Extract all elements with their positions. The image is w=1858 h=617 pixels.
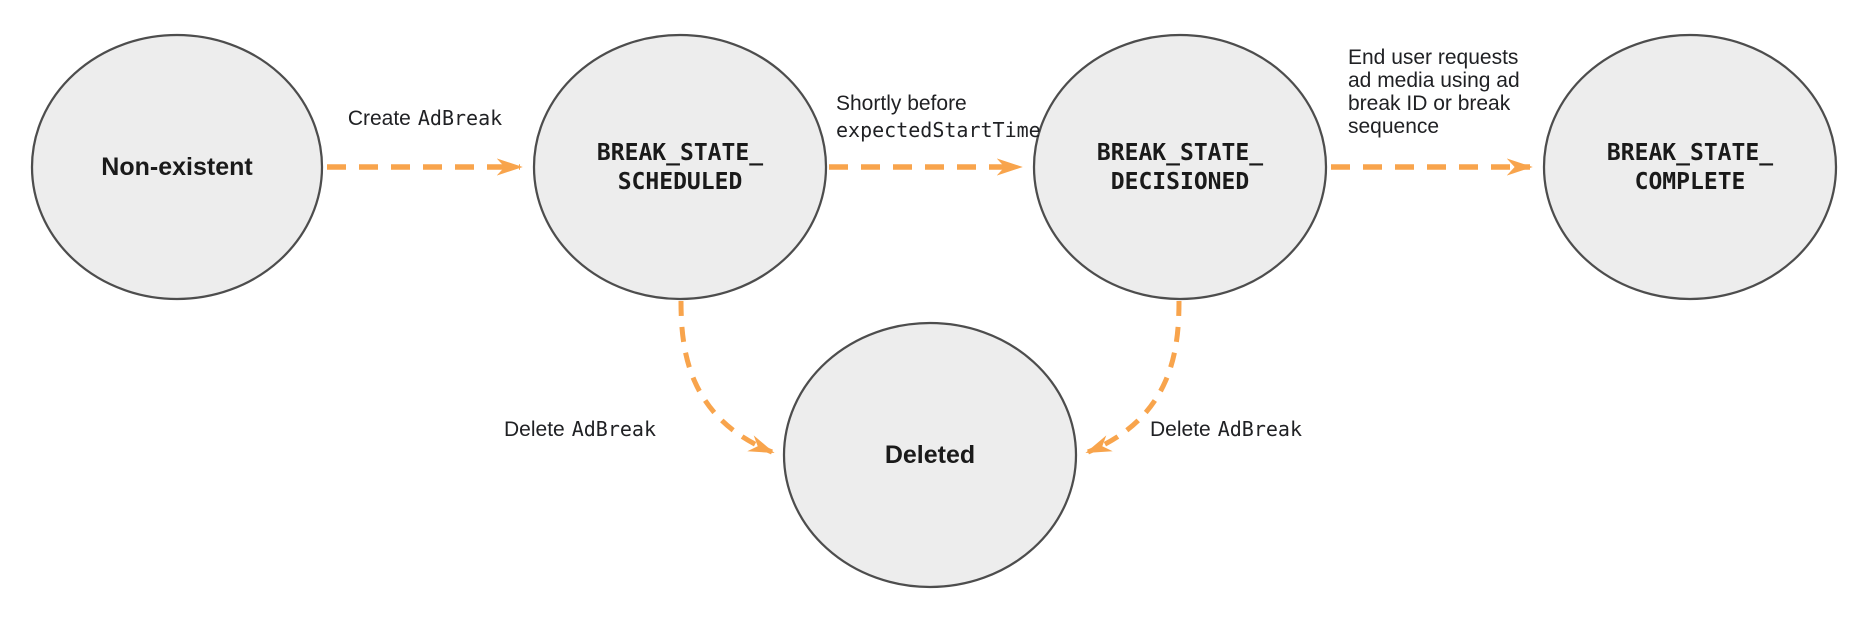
transition-arrow-delete-from-decisioned bbox=[1085, 300, 1182, 455]
transition-label-create-code: AdBreak bbox=[418, 106, 502, 130]
transition-label-shortly-before: Shortly before bbox=[836, 92, 967, 115]
transition-label-delete-right-code: AdBreak bbox=[1218, 417, 1302, 441]
transition-label-end-user-line3: break ID or break bbox=[1348, 92, 1511, 115]
transition-label-end-user-line1: End user requests bbox=[1348, 46, 1518, 69]
transition-label-delete-from-scheduled: Delete AdBreak bbox=[504, 417, 656, 441]
transition-label-create-adbreak: Create AdBreak bbox=[348, 106, 502, 130]
state-label-complete-line2: COMPLETE bbox=[1635, 169, 1746, 195]
state-node-break-state-decisioned bbox=[1032, 33, 1328, 301]
transition-arrow-delete-from-scheduled bbox=[678, 300, 775, 455]
state-node-break-state-scheduled bbox=[532, 33, 828, 301]
transition-label-delete-left-code: AdBreak bbox=[572, 417, 656, 441]
state-label-deleted: Deleted bbox=[885, 441, 975, 469]
state-label-non-existent: Non-existent bbox=[101, 153, 253, 181]
state-node-break-state-complete bbox=[1542, 33, 1838, 301]
transition-label-delete-left-plain: Delete bbox=[504, 418, 565, 441]
transition-label-delete-from-decisioned: Delete AdBreak bbox=[1150, 417, 1302, 441]
transition-label-end-user-line4: sequence bbox=[1348, 115, 1439, 138]
state-label-scheduled-line1: BREAK_STATE_ bbox=[597, 140, 763, 166]
state-label-complete-line1: BREAK_STATE_ bbox=[1607, 140, 1773, 166]
state-label-decisioned-line1: BREAK_STATE_ bbox=[1097, 140, 1263, 166]
state-node-deleted bbox=[782, 321, 1078, 589]
state-label-scheduled-line2: SCHEDULED bbox=[618, 169, 743, 195]
state-label-decisioned-line2: DECISIONED bbox=[1111, 169, 1249, 195]
transition-label-end-user-line2: ad media using ad bbox=[1348, 69, 1520, 92]
transition-label-delete-right-plain: Delete bbox=[1150, 418, 1211, 441]
transition-label-create-plain: Create bbox=[348, 107, 411, 130]
state-node-non-existent bbox=[30, 33, 324, 301]
transition-label-expectedstarttime: expectedStartTime bbox=[836, 118, 1041, 142]
